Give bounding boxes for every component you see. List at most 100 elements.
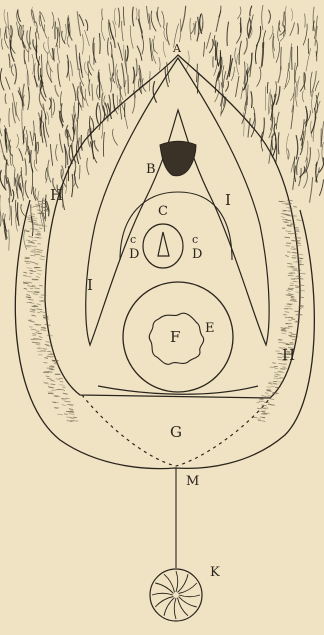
hatch-dash — [31, 271, 36, 272]
hatch-dash — [41, 256, 45, 257]
label-m: M — [186, 475, 199, 488]
hatch-dash — [26, 247, 30, 248]
hatch-dash — [291, 299, 297, 300]
hatch-dash — [44, 210, 50, 211]
hatch-dash — [286, 220, 292, 221]
anal-fold — [152, 593, 173, 595]
hatch-dash — [269, 382, 273, 383]
hatch-dash — [288, 294, 293, 295]
hatch-dash — [37, 351, 41, 352]
hatch-dash — [51, 384, 56, 385]
hatch-dash — [36, 332, 39, 333]
hatch-dash — [54, 364, 59, 365]
hatch-dash — [297, 243, 301, 244]
anal-fold — [179, 597, 197, 608]
hatch-dash — [299, 254, 304, 255]
anal-fold — [179, 595, 200, 597]
hatch-dash — [28, 241, 33, 242]
anal-fold — [178, 574, 189, 592]
hatch-dash — [294, 249, 299, 250]
hatch-dash — [270, 399, 274, 400]
hatch-dash — [33, 294, 38, 295]
hatch-dash — [29, 215, 34, 216]
hatch-dash — [27, 217, 31, 218]
hatch-dash — [47, 335, 53, 336]
hatch-dash — [33, 220, 36, 221]
hatch-dash — [36, 277, 40, 278]
hatch-dash — [298, 270, 301, 271]
hatch-dash — [61, 389, 65, 390]
hatch-dash — [48, 393, 54, 394]
hatch-dash — [267, 387, 271, 388]
hatch-dash — [300, 273, 306, 274]
hatch-dash — [43, 316, 49, 317]
label-small-c-right: c — [192, 234, 198, 245]
urethral-ring — [143, 224, 183, 268]
hatch-dash — [296, 292, 300, 293]
hatch-dash — [278, 340, 282, 341]
hatch-dash — [257, 408, 262, 409]
hatch-dash — [42, 226, 47, 227]
hatch-dash — [31, 315, 36, 316]
hatch-dash — [287, 263, 292, 264]
hatch-dash — [26, 282, 32, 283]
hatch-dash — [288, 320, 292, 321]
hatch-dash — [285, 255, 288, 256]
hatch-dash — [44, 319, 49, 320]
label-c: C — [158, 205, 168, 218]
hatch-dash — [43, 382, 48, 383]
label-f: F — [170, 330, 180, 345]
label-h-right: H — [282, 348, 295, 363]
hatch-dash — [34, 254, 40, 255]
hatch-dash — [295, 286, 299, 287]
hatch-dash — [268, 383, 272, 384]
hatch-dash — [39, 297, 43, 298]
hatch-dash — [44, 383, 49, 384]
label-k: K — [210, 566, 220, 579]
hatch-dash — [36, 331, 39, 332]
hatch-dash — [39, 228, 42, 229]
hatch-dash — [292, 270, 298, 271]
hatch-dash — [31, 214, 35, 215]
label-e: E — [205, 322, 215, 335]
hatch-dash — [23, 276, 27, 277]
hatch-dash — [288, 233, 292, 234]
hatch-dash — [40, 312, 45, 313]
hatch-dash — [51, 380, 55, 381]
hatch-dash — [33, 206, 38, 207]
fourchette-line — [98, 386, 258, 394]
hatch-dash — [32, 310, 35, 311]
hatch-dash — [287, 309, 293, 310]
hatch-dash — [30, 207, 34, 208]
clitoris-hood — [160, 141, 196, 176]
hatch-dash — [36, 309, 42, 310]
anal-fold — [174, 598, 176, 619]
hatch-dash — [37, 312, 40, 313]
hatch-dash — [281, 217, 285, 218]
hatch-dash — [291, 334, 296, 335]
hatch-dash — [285, 306, 291, 307]
hatch-dash — [39, 337, 42, 338]
hatch-dash — [287, 200, 293, 201]
hatch-dash — [278, 363, 281, 364]
hatch-dash — [24, 288, 27, 289]
hatch-dash — [285, 312, 290, 313]
label-i-left: I — [87, 278, 93, 293]
hatch-dash — [39, 204, 42, 205]
hatch-dash — [291, 297, 294, 298]
hatch-dash — [296, 229, 299, 230]
hatch-dash — [26, 295, 30, 296]
hatch-dash — [61, 398, 67, 399]
hatching-right — [253, 200, 306, 421]
hatch-dash — [41, 207, 46, 208]
hatch-dash — [264, 402, 269, 403]
hatch-dash — [261, 405, 266, 406]
hatch-dash — [46, 342, 50, 343]
hatch-dash — [28, 321, 33, 322]
hatch-dash — [62, 400, 65, 401]
anal-fold — [155, 583, 173, 594]
label-d-right: D — [192, 248, 202, 261]
hatch-dash — [74, 417, 77, 418]
hatch-dash — [31, 329, 36, 330]
hatch-dash — [63, 393, 68, 394]
